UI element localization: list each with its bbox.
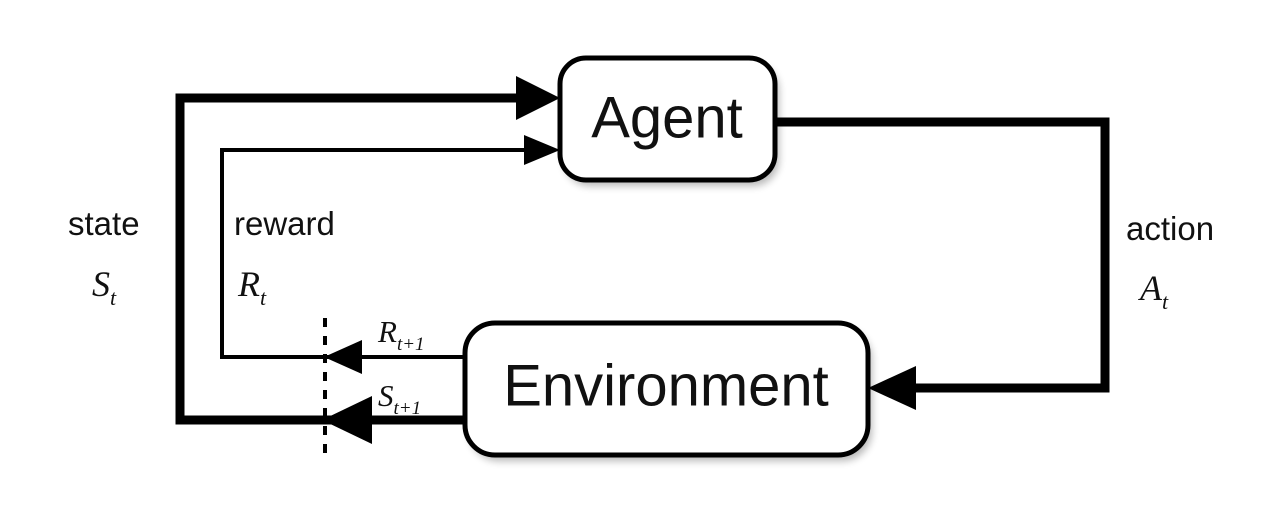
action-symbol-subscript: t xyxy=(1162,289,1169,314)
action-symbol-label: At xyxy=(1138,268,1169,314)
state-arrowhead-into-agent xyxy=(516,76,560,120)
reward-word-label: reward xyxy=(234,205,335,242)
state-symbol-base: S xyxy=(92,264,110,304)
node-environment[interactable]: Environment xyxy=(462,320,871,458)
node-agent[interactable]: Agent xyxy=(557,55,778,183)
agent-box[interactable] xyxy=(557,55,778,183)
action-word-label: action xyxy=(1126,210,1214,247)
action-arrowhead-into-environment xyxy=(868,366,916,410)
next-reward-base: R xyxy=(377,314,397,349)
edge-action-loop xyxy=(770,117,1110,410)
reward-arrowhead-into-agent xyxy=(524,135,560,165)
next-reward-subscript: t+1 xyxy=(397,334,425,355)
reward-symbol-label: Rt xyxy=(237,264,267,310)
state-word-label: state xyxy=(68,205,140,242)
label-state: state St xyxy=(68,205,140,310)
environment-box[interactable] xyxy=(462,320,871,458)
agent-box-label: Agent xyxy=(591,85,743,150)
reward-symbol-subscript: t xyxy=(260,285,267,310)
state-symbol-label: St xyxy=(92,264,117,310)
reward-arrowhead-at-divider xyxy=(324,340,362,374)
next-reward-symbol-label: Rt+1 xyxy=(377,314,425,355)
edge-reward-loop xyxy=(220,135,560,374)
next-state-subscript: t+1 xyxy=(394,398,422,419)
environment-box-label: Environment xyxy=(503,353,829,418)
label-action: action At xyxy=(1126,210,1214,314)
edge-state-loop xyxy=(175,76,560,444)
action-symbol-base: A xyxy=(1138,268,1163,308)
action-loop-path xyxy=(770,117,1110,393)
next-state-symbol-label: St+1 xyxy=(378,378,421,419)
reward-symbol-base: R xyxy=(237,264,260,304)
label-reward: reward Rt xyxy=(234,205,335,310)
next-state-base: S xyxy=(378,378,394,413)
state-arrowhead-at-divider xyxy=(322,396,372,444)
state-symbol-subscript: t xyxy=(110,285,117,310)
